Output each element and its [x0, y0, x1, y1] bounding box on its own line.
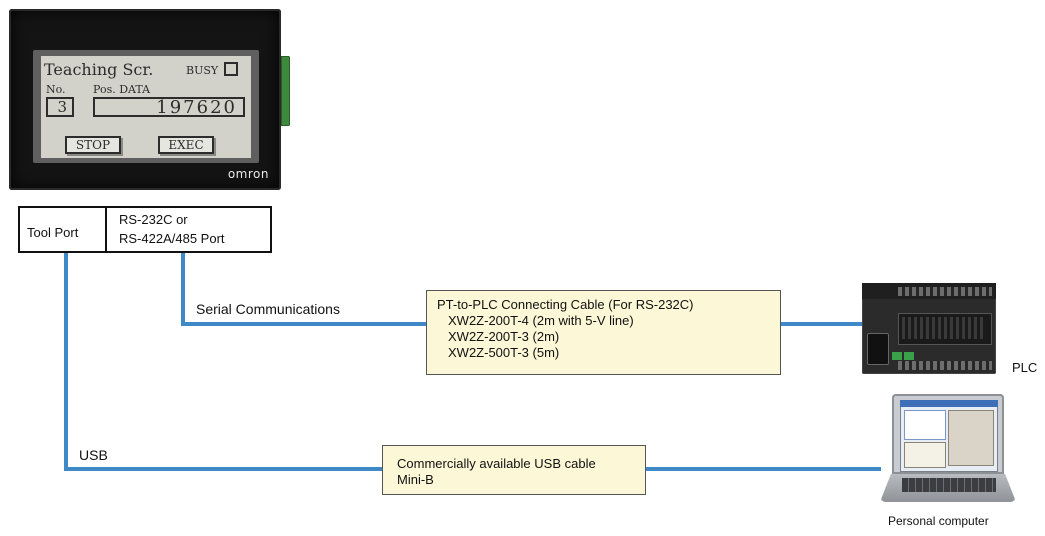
serial-cable-to-plc — [780, 322, 864, 326]
cable-item: XW2Z-500T-3 (5m) — [448, 345, 560, 360]
serial-port-label-line1: RS-232C or — [119, 212, 188, 227]
serial-communications-label: Serial Communications — [196, 301, 340, 317]
pc-label: Personal computer — [888, 514, 989, 528]
port-divider — [105, 208, 107, 251]
plc-unit — [862, 283, 996, 374]
hmi-side-connector — [281, 56, 290, 126]
serial-cable-note-title: PT-to-PLC Connecting Cable (For RS-232C) — [437, 297, 694, 312]
laptop-keyboard — [902, 478, 996, 492]
busy-label: BUSY — [186, 64, 219, 77]
serial-cable-note: PT-to-PLC Connecting Cable (For RS-232C)… — [426, 290, 781, 375]
plc-serial-port — [867, 333, 889, 365]
pos-data-label: Pos. DATA — [93, 83, 151, 96]
laptop-window — [948, 410, 994, 466]
usb-cable-to-note — [64, 467, 382, 471]
tool-port-label: Tool Port — [27, 225, 79, 240]
cable-item: XW2Z-200T-3 (2m) — [448, 329, 560, 344]
pos-data-field: 197620 — [93, 97, 245, 117]
plc-io-indicators — [902, 317, 986, 339]
plc-terminal-block — [898, 361, 992, 370]
cable-item: XW2Z-200T-4 (2m with 5-V line) — [448, 313, 634, 328]
plc-connector — [892, 352, 902, 360]
serial-port-label-line2: RS-422A/485 Port — [119, 231, 225, 246]
laptop-window — [904, 410, 946, 440]
usb-label: USB — [79, 447, 108, 463]
usb-cable-vertical — [64, 253, 68, 471]
hmi-terminal: Teaching Scr. BUSY No. Pos. DATA 3 19762… — [9, 9, 281, 190]
busy-indicator — [224, 62, 238, 76]
no-label: No. — [46, 83, 66, 96]
omron-logo: omron — [227, 167, 269, 181]
hmi-screen: Teaching Scr. BUSY No. Pos. DATA 3 19762… — [41, 56, 251, 158]
serial-cable-vertical — [181, 253, 185, 326]
plc-terminal-block — [898, 287, 992, 296]
hmi-screen-title: Teaching Scr. — [44, 60, 154, 79]
usb-cable-to-pc — [645, 467, 881, 471]
serial-cable-to-note — [181, 322, 426, 326]
port-box: Tool Port RS-232C or RS-422A/485 Port — [18, 206, 272, 253]
laptop-window — [904, 442, 946, 468]
plc-connector — [904, 352, 914, 360]
usb-cable-note-line2: Mini-B — [397, 472, 434, 487]
exec-button: EXEC — [158, 136, 214, 154]
usb-cable-note-line1: Commercially available USB cable — [397, 456, 596, 471]
personal-computer — [880, 394, 1018, 509]
usb-cable-note: Commercially available USB cable Mini-B — [382, 445, 646, 495]
stop-button: STOP — [65, 136, 121, 154]
no-field: 3 — [46, 97, 74, 117]
plc-label: PLC — [1012, 360, 1038, 375]
laptop-title-bar — [900, 400, 998, 407]
